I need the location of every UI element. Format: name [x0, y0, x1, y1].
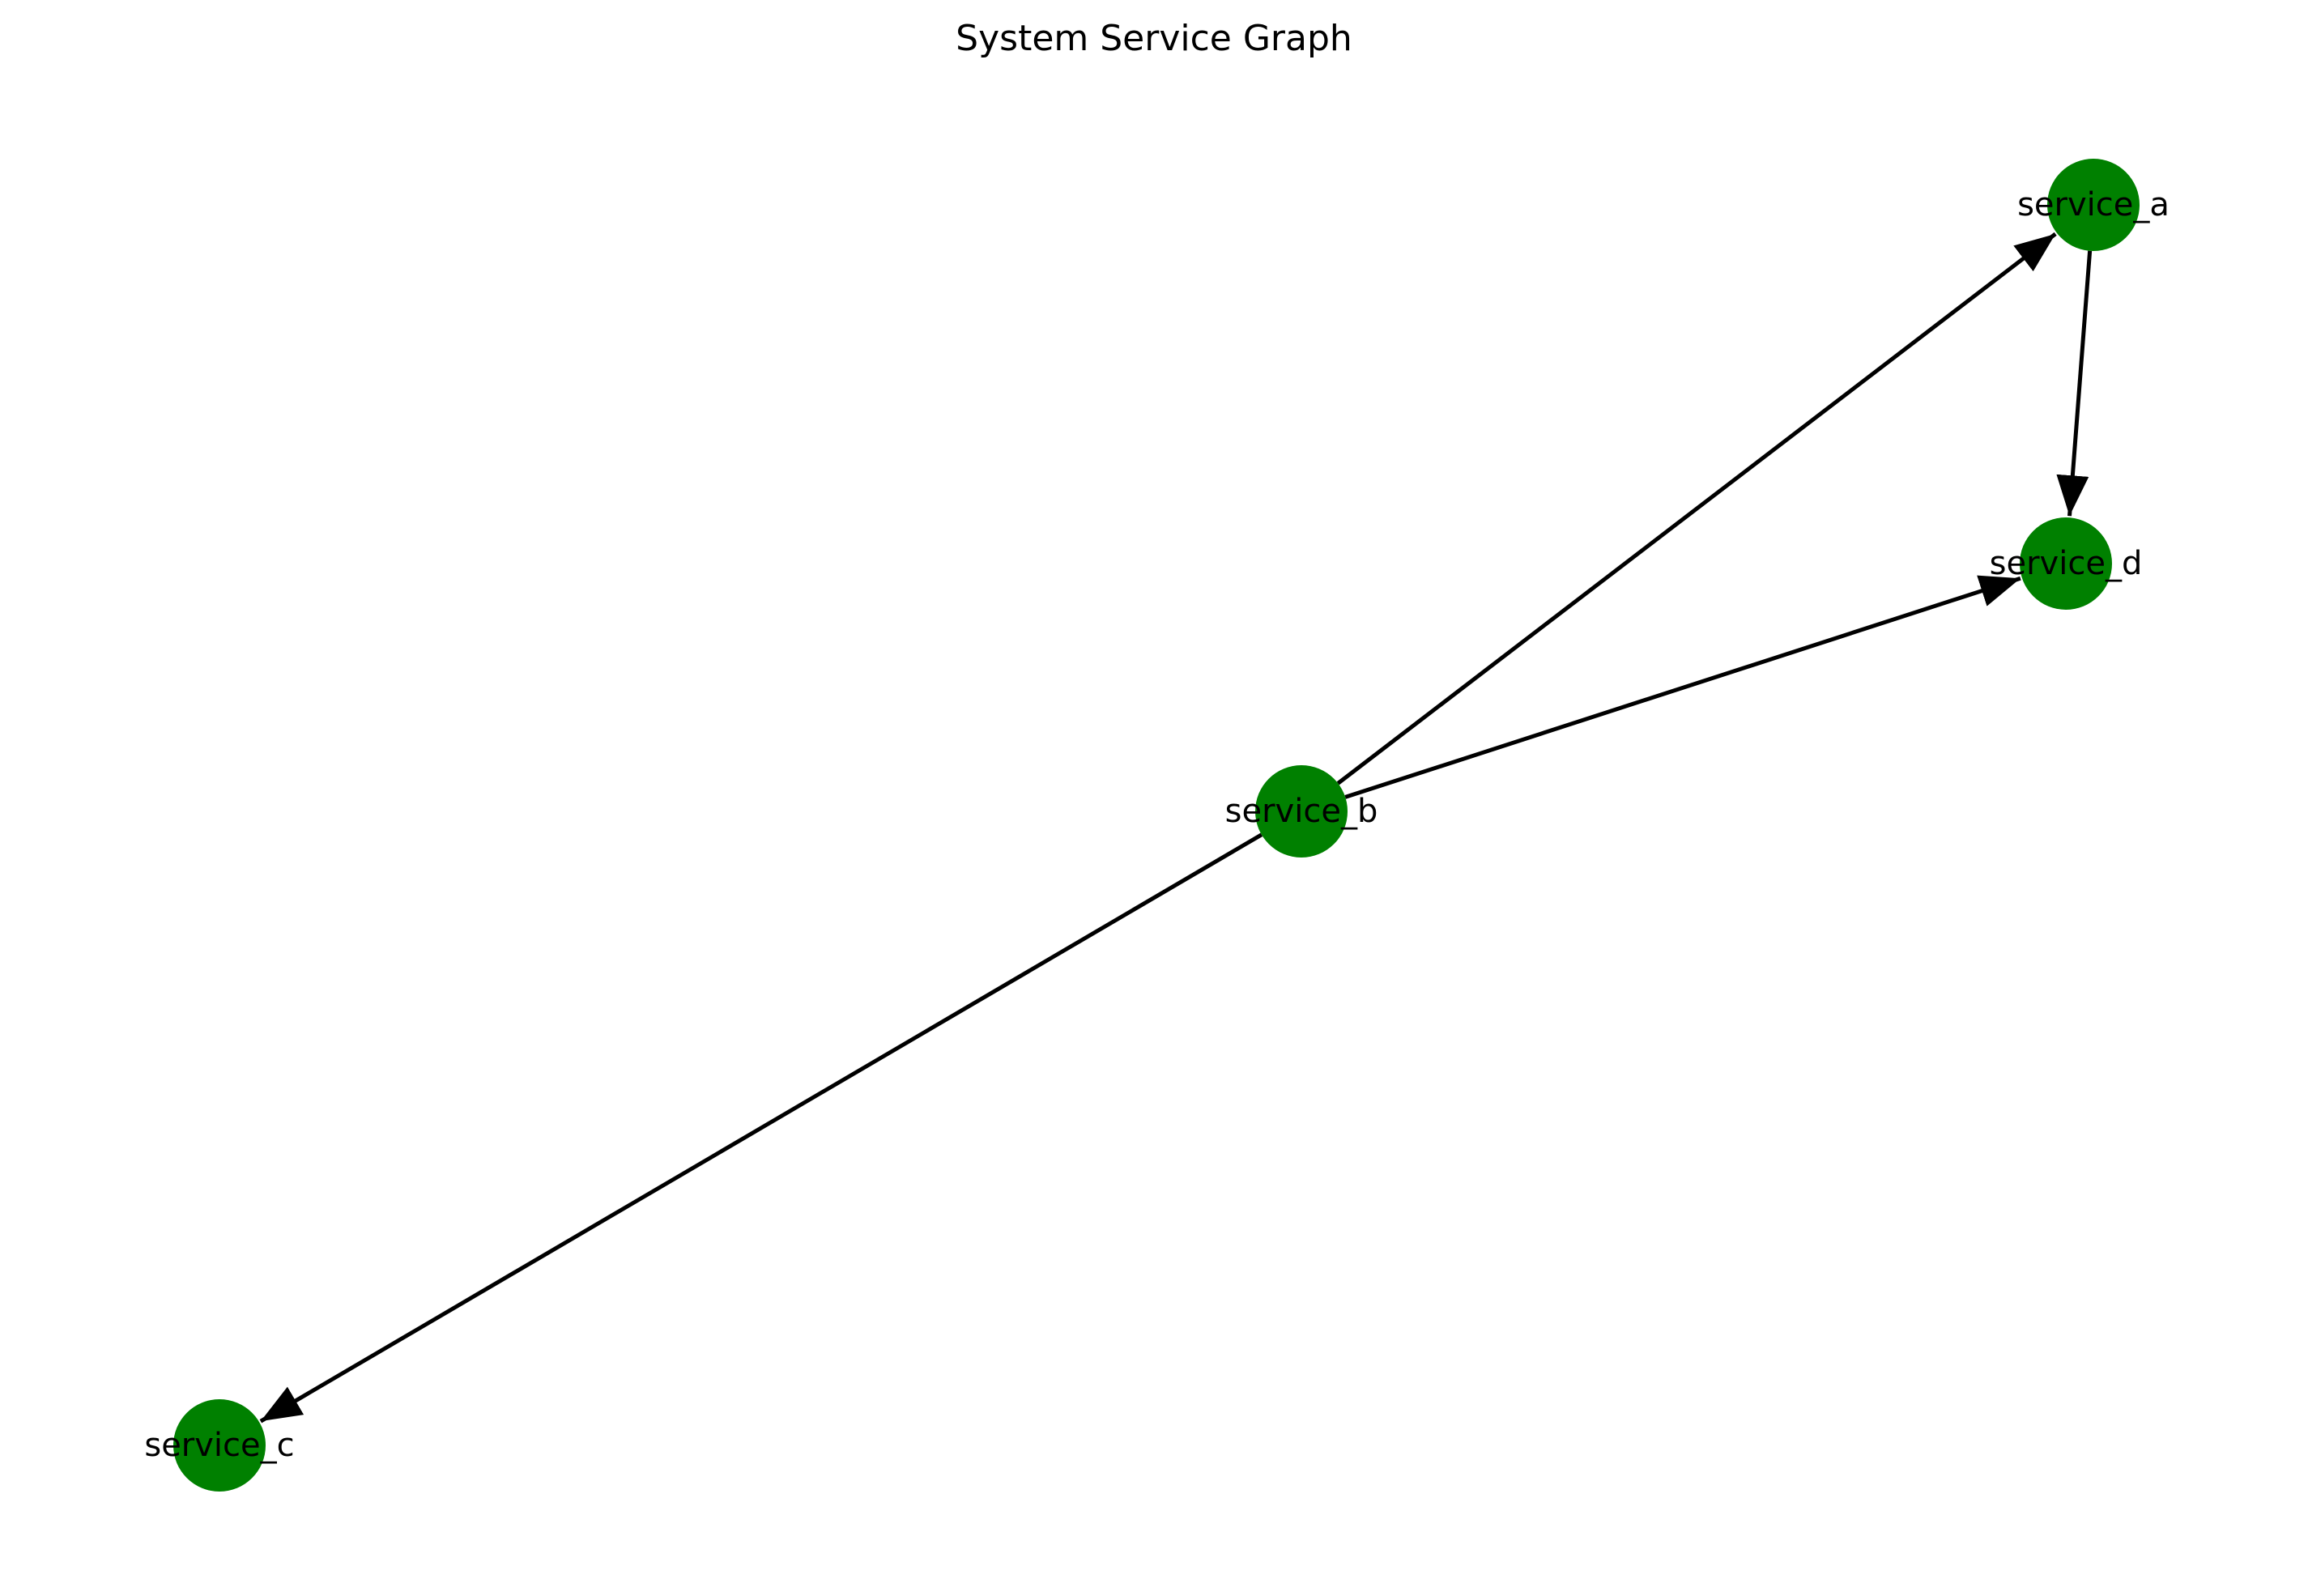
node-service_c [173, 1399, 266, 1492]
edges-layer [259, 232, 2093, 1424]
node-service_b [1255, 765, 1348, 858]
nodes-layer [173, 159, 2140, 1492]
edge-service_a-to-service_d [2056, 250, 2093, 517]
node-label-service_c: service_c [144, 1427, 294, 1464]
edge-service_b-to-service_a [1336, 232, 2057, 785]
labels-layer: service_a service_b service_c service_d [144, 186, 2170, 1464]
node-label-service_d: service_d [1990, 545, 2143, 582]
graph-title: System Service Graph [956, 18, 1352, 59]
node-service_d [2020, 517, 2112, 610]
node-service_a [2047, 159, 2140, 251]
edge-service_b-to-service_d [1344, 575, 2021, 799]
edge-service_b-to-service_c [259, 832, 1263, 1424]
node-label-service_b: service_b [1225, 793, 1378, 830]
node-label-service_a: service_a [2017, 186, 2170, 223]
